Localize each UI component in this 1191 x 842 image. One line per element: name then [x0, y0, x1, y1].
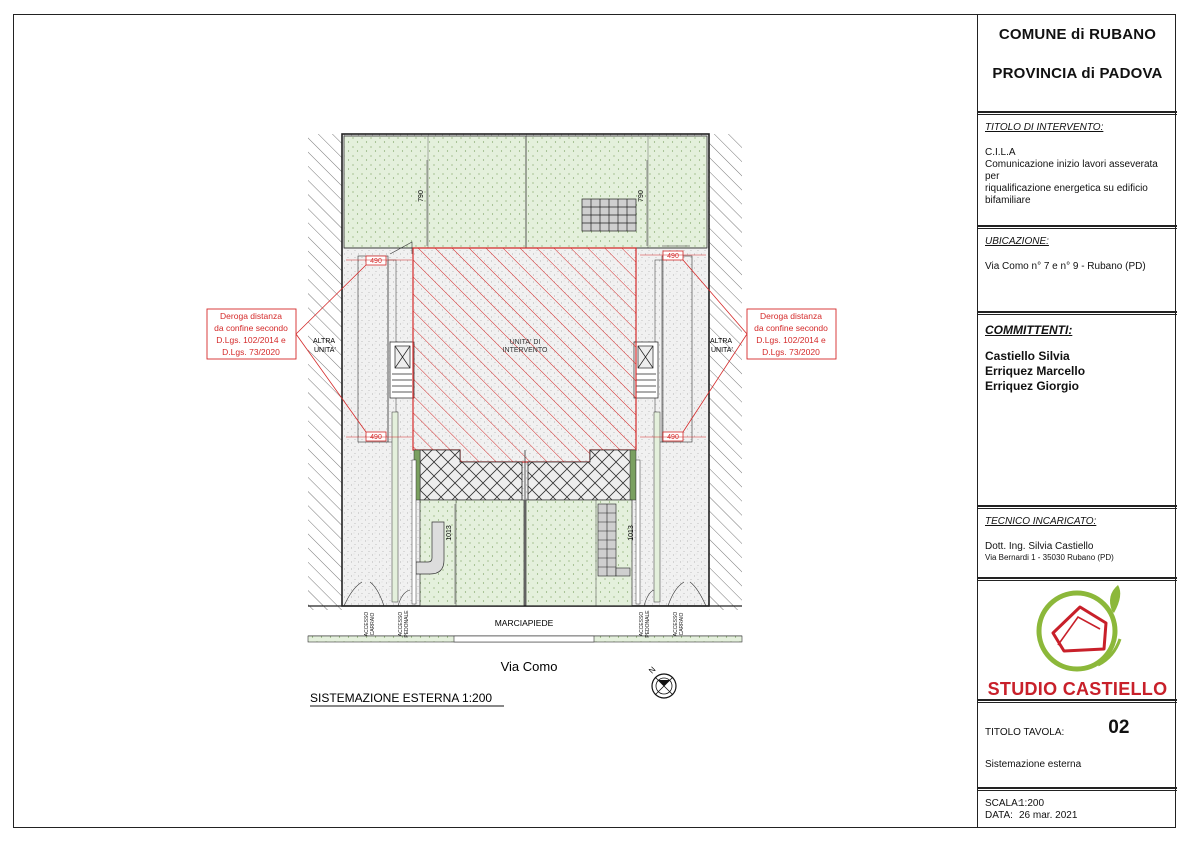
comune-name: COMUNE di RUBANO	[998, 26, 1157, 43]
street-name: Via Como	[501, 659, 558, 674]
scala-value: 1:200	[1019, 798, 1045, 809]
titolo-label: TITOLO DI INTERVENTO:	[985, 122, 1104, 133]
marciapiede-label: MARCIAPIEDE	[495, 618, 554, 628]
dim-490-bl: 490	[370, 434, 382, 441]
committenti-label: COMMITTENTI:	[985, 323, 1073, 337]
front-porch	[419, 449, 633, 606]
accesso-pedonale-right-1: ACCESSO	[639, 612, 645, 637]
tecnico-address: Via Bernardi 1 - 35030 Rubano (PD)	[985, 553, 1114, 562]
deroga-left-2: da confine secondo	[214, 323, 288, 333]
committente-1: Castiello Silvia	[985, 349, 1070, 363]
unit-of-intervention	[412, 247, 637, 463]
accesso-carraio-right-2: CARRAIO	[679, 612, 685, 635]
dim-490-tl: 490	[370, 258, 382, 265]
tecnico-box: TECNICO INCARICATO: Dott. Ing. Silvia Ca…	[978, 506, 1177, 578]
accesso-carraio-right-1: ACCESSO	[673, 612, 679, 637]
title-block: COMUNE di RUBANO PROVINCIA di PADOVA TIT…	[977, 14, 1177, 828]
titolo-box: TITOLO DI INTERVENTO: C.I.L.A Comunicazi…	[978, 112, 1177, 226]
tavola-label: TITOLO TAVOLA:	[985, 727, 1065, 738]
tecnico-label: TECNICO INCARICATO:	[985, 516, 1097, 527]
drawing-sheet-border	[13, 14, 1176, 828]
deroga-right-4: D.Lgs. 73/2020	[762, 347, 820, 357]
ubicazione-label: UBICAZIONE:	[985, 236, 1049, 247]
tavola-title: Sistemazione esterna	[985, 759, 1082, 770]
titolo-line-3: riqualificazione energetica su edificio	[985, 183, 1148, 194]
altra-unita-right-1: ALTRA	[710, 338, 732, 345]
stair-right	[633, 341, 659, 399]
committenti-box: COMMITTENTI: Castiello Silvia Erriquez M…	[978, 312, 1177, 506]
north-arrow-icon: N	[647, 665, 677, 699]
accesso-pedonale-left-1: ACCESSO	[398, 612, 404, 637]
rear-garden	[343, 135, 708, 249]
dim-1013-right: 1013	[628, 525, 635, 541]
altra-unita-right-2: UNITA'	[711, 347, 733, 354]
tavola-number: 02	[1108, 717, 1130, 738]
north-label: N	[647, 665, 658, 676]
unit-label-2: INTERVENTO	[503, 347, 548, 354]
altra-unita-left-2: UNITA'	[314, 347, 336, 354]
deroga-right-3: D.Lgs. 102/2014 e	[756, 335, 826, 345]
accesso-pedonale-left-2: PEDONALE	[404, 610, 410, 638]
titolo-line-1: C.I.L.A	[985, 147, 1016, 158]
scala-box: SCALA: 1:200 DATA: 26 mar. 2021	[978, 788, 1177, 828]
site-plan: 790 790 ALTRA UNITA' ALTRA UNITA' UNITA'…	[206, 133, 837, 707]
accesso-carraio-left-2: CARRAIO	[370, 612, 376, 635]
deroga-right-2: da confine secondo	[754, 323, 828, 333]
titolo-line-4: bifamiliare	[985, 195, 1031, 206]
committente-3: Erriquez Giorgio	[985, 379, 1080, 393]
data-value: 26 mar. 2021	[1019, 810, 1078, 821]
neighbour-lot-right	[709, 134, 742, 610]
drawing-caption: SISTEMAZIONE ESTERNA 1:200	[310, 691, 492, 705]
dim-790-right: 790	[638, 190, 645, 202]
dim-1013-left: 1013	[446, 525, 453, 541]
committente-2: Erriquez Marcello	[985, 364, 1086, 378]
ubicazione-box: UBICAZIONE: Via Como n° 7 e n° 9 - Ruban…	[978, 226, 1177, 312]
accesso-carraio-left-1: ACCESSO	[364, 612, 370, 637]
dim-490-tr: 490	[667, 253, 679, 260]
tavola-box: TITOLO TAVOLA: 02 Sistemazione esterna	[978, 700, 1177, 788]
dim-490-br: 490	[667, 434, 679, 441]
neighbour-lot-left	[308, 134, 342, 610]
dim-790-left: 790	[418, 190, 425, 202]
tecnico-name: Dott. Ing. Silvia Castiello	[985, 541, 1094, 552]
comune-box: COMUNE di RUBANO PROVINCIA di PADOVA	[978, 14, 1177, 112]
stepping-stones	[597, 503, 631, 577]
logo-box: STUDIO CASTIELLO	[978, 578, 1177, 700]
titolo-line-2: Comunicazione inizio lavori asseverata p…	[985, 159, 1158, 182]
accesso-pedonale-right-2: PEDONALE	[645, 610, 651, 638]
data-label: DATA:	[985, 810, 1013, 821]
studio-logo-icon	[1036, 585, 1122, 672]
scala-label: SCALA:	[985, 798, 1021, 809]
dim-490-group	[365, 250, 684, 442]
deroga-left-3: D.Lgs. 102/2014 e	[216, 335, 286, 345]
deroga-left-1: Deroga distanza	[220, 311, 282, 321]
altra-unita-left-1: ALTRA	[313, 338, 335, 345]
deroga-callout-right: Deroga distanza da confine secondo D.Lgs…	[746, 308, 837, 360]
ubicazione-value: Via Como n° 7 e n° 9 - Rubano (PD)	[985, 261, 1146, 272]
stair-left	[389, 341, 415, 399]
deroga-left-4: D.Lgs. 73/2020	[222, 347, 280, 357]
studio-name: STUDIO CASTIELLO	[987, 679, 1168, 699]
provincia-name: PROVINCIA di PADOVA	[992, 65, 1163, 82]
unit-label-1: UNITA' DI	[510, 339, 541, 346]
deroga-callout-left: Deroga distanza da confine secondo D.Lgs…	[206, 308, 297, 360]
deroga-right-1: Deroga distanza	[760, 311, 822, 321]
paving-tiles-rear	[581, 198, 637, 232]
